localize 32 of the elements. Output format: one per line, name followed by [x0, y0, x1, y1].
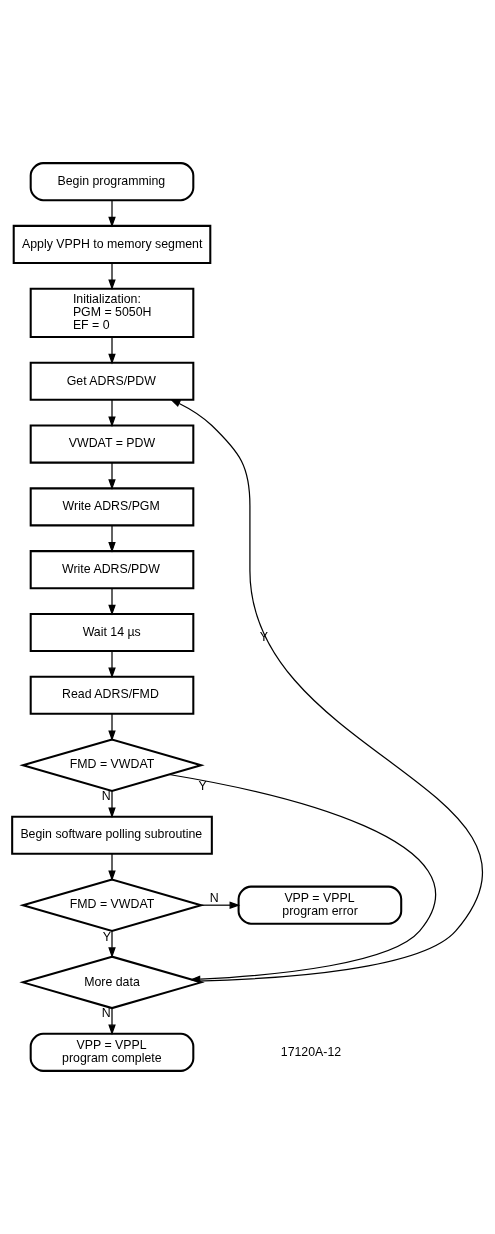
edge-label: N	[101, 789, 111, 804]
arrow	[108, 790, 116, 819]
arrow	[108, 336, 116, 365]
node-box: Write ADRS/PGM	[29, 487, 195, 527]
arrow	[108, 853, 116, 882]
arrow	[200, 901, 241, 909]
arrow	[108, 650, 116, 679]
arrow	[108, 930, 116, 959]
node-box: Get ADRS/PDW	[29, 361, 195, 401]
arrow	[108, 1007, 116, 1036]
node-box: Begin programming	[29, 162, 195, 202]
node-box: VPP = VPPL program complete	[29, 1032, 195, 1072]
edge-label: N	[209, 890, 219, 905]
node-box: VPP = VPPL program error	[237, 885, 403, 925]
label: 17120A-12	[280, 1044, 342, 1059]
arrow	[108, 587, 116, 616]
node-box: Read ADRS/FMD	[29, 675, 195, 715]
node-box: Begin software polling subroutine	[11, 815, 213, 855]
node-box: VWDAT = PDW	[29, 424, 195, 464]
arrow	[108, 399, 116, 428]
node-box: Apply VPPH to memory segment	[12, 224, 212, 264]
edge-label: Y	[102, 929, 111, 944]
arrow	[108, 462, 116, 490]
arrow	[108, 262, 116, 291]
node-box: Write ADRS/PDW	[29, 550, 195, 590]
arrow	[108, 713, 116, 742]
edge-label: Y	[198, 778, 207, 793]
node-diamond: FMD = VWDAT	[19, 878, 205, 932]
node-box: Initialization: PGM = 5050H EF = 0	[29, 287, 195, 339]
node-box: Wait 14 µs	[29, 612, 195, 652]
arrow	[108, 524, 116, 553]
arrow	[108, 199, 116, 228]
